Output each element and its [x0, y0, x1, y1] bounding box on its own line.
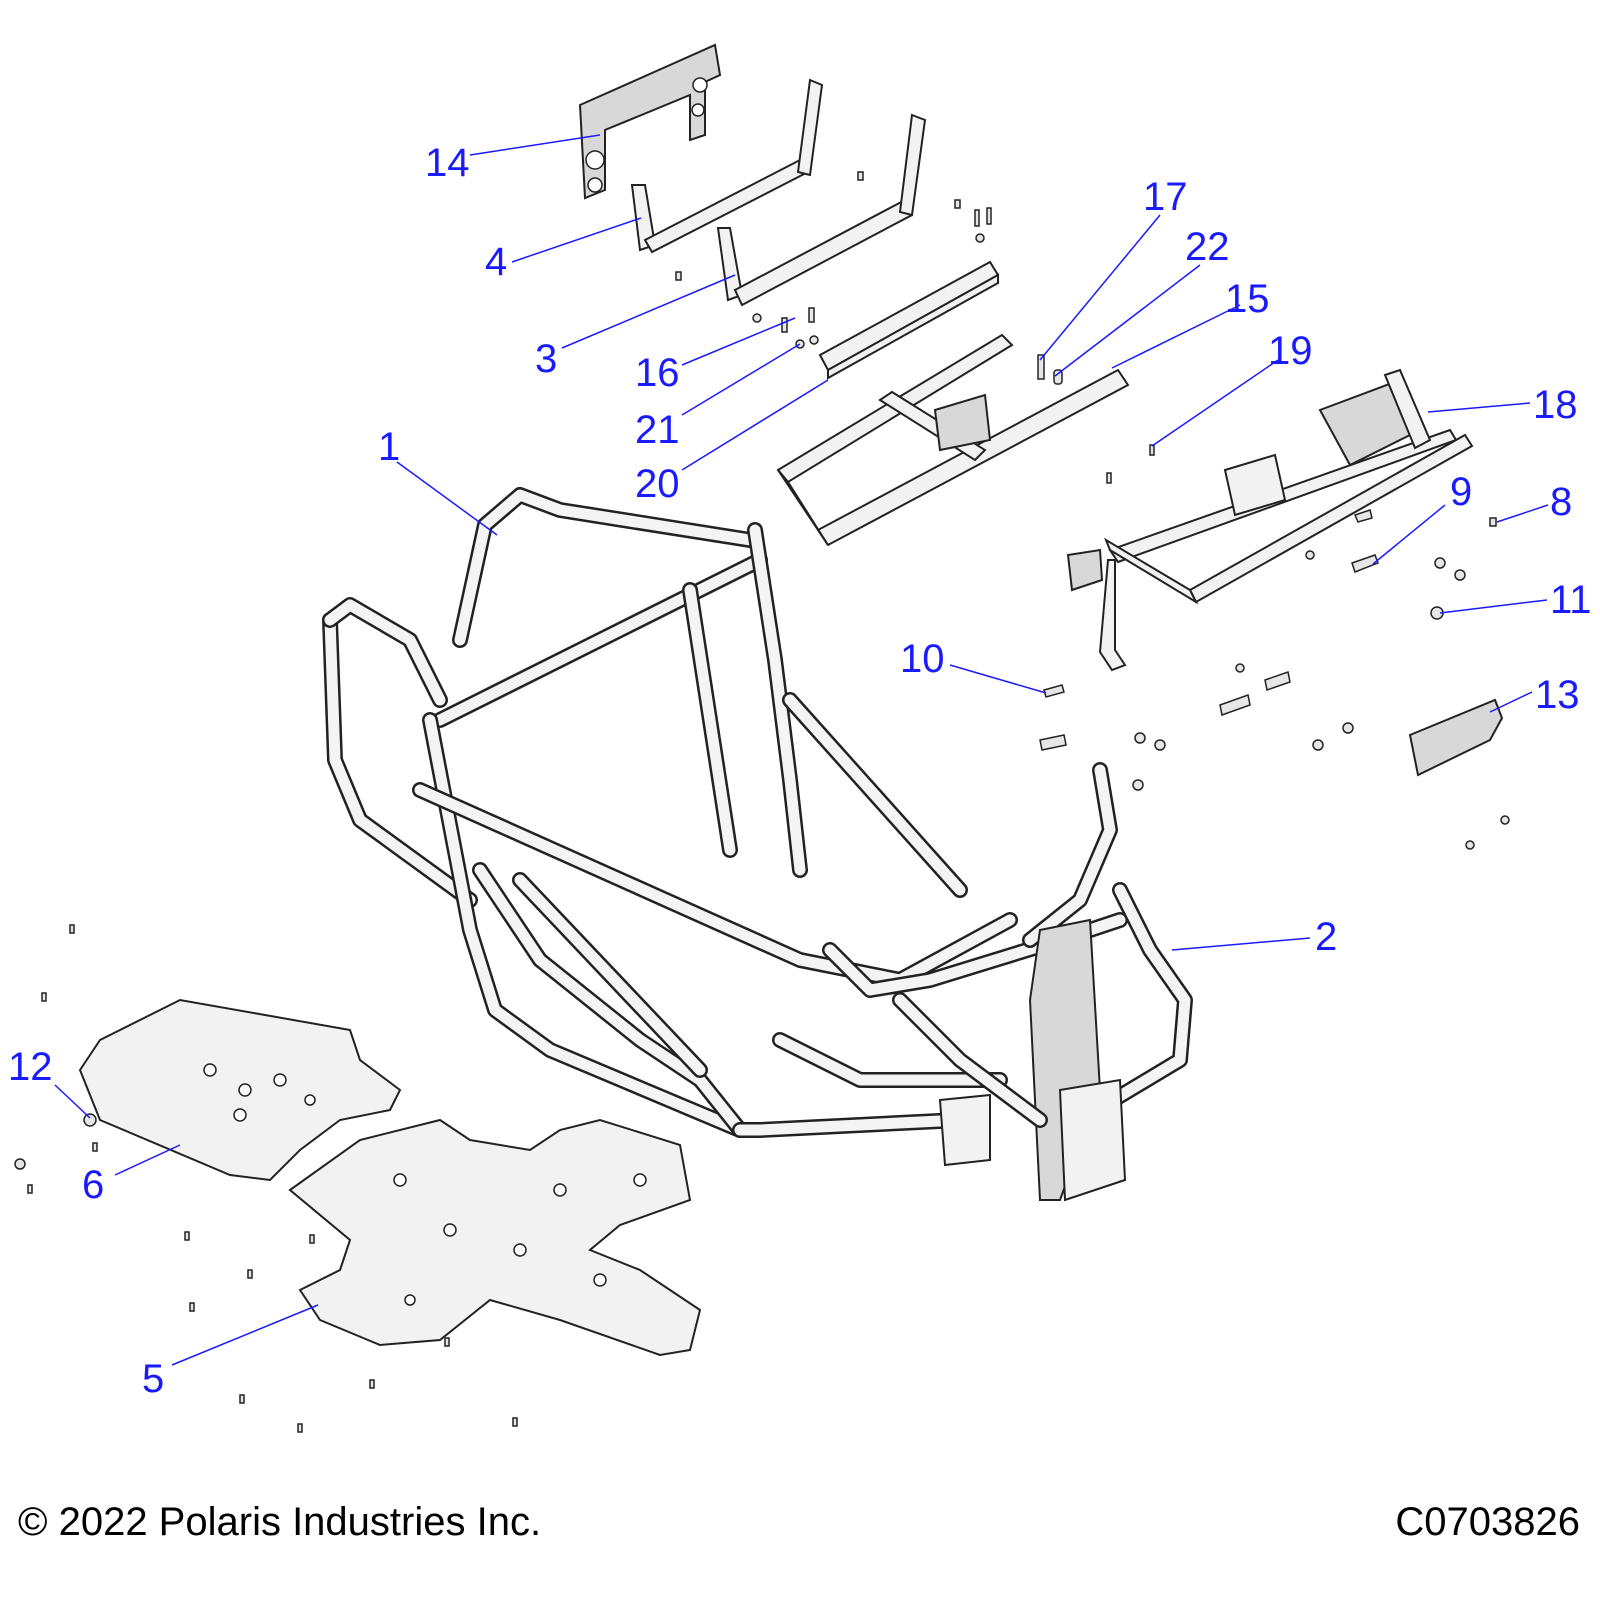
part-19-front-subframe[interactable] [1066, 368, 1474, 672]
part-15-seat-base-frame[interactable] [776, 333, 1130, 547]
callout-1[interactable]: 1 [378, 425, 400, 469]
callout-3[interactable]: 3 [535, 337, 557, 381]
part-16-bolt[interactable] [781, 317, 788, 333]
callout-22[interactable]: 22 [1185, 225, 1230, 269]
callout-14[interactable]: 14 [425, 141, 470, 185]
part-4-seat-mount[interactable] [630, 78, 824, 254]
callout-8[interactable]: 8 [1550, 480, 1572, 524]
callout-12[interactable]: 12 [8, 1045, 53, 1089]
copyright-notice: © 2022 Polaris Industries Inc. [18, 1500, 542, 1544]
part-18-screw[interactable] [1149, 444, 1155, 456]
callout-13[interactable]: 13 [1535, 673, 1580, 717]
callout-4[interactable]: 4 [485, 240, 507, 284]
callout-10[interactable]: 10 [900, 637, 945, 681]
callout-16[interactable]: 16 [635, 351, 680, 395]
part-10-bolt[interactable] [1043, 684, 1065, 698]
part-2-front-frame[interactable] [732, 762, 1193, 1202]
part-5-skid-plate[interactable] [288, 1118, 702, 1357]
callout-2[interactable]: 2 [1315, 915, 1337, 959]
callout-17[interactable]: 17 [1143, 175, 1188, 219]
diagram-id: C0703826 [1395, 1500, 1580, 1544]
part-3-seat-mount[interactable] [716, 113, 927, 307]
part-17-bolt[interactable] [1037, 354, 1045, 380]
callout-6[interactable]: 6 [82, 1163, 104, 1207]
callout-11[interactable]: 11 [1550, 578, 1592, 622]
part-12-nut[interactable] [83, 1113, 97, 1127]
part-22-spacer[interactable] [1053, 369, 1063, 385]
hardware-fasteners [14, 171, 1510, 1433]
part-9-bolt[interactable] [1351, 554, 1379, 573]
callout-19[interactable]: 18 [1533, 383, 1578, 427]
callout-9[interactable]: 9 [1450, 470, 1472, 514]
part-20-rail[interactable] [818, 260, 1000, 380]
part-13-bracket[interactable] [1408, 698, 1504, 777]
callout-15[interactable]: 15 [1225, 277, 1270, 321]
callout-18[interactable]: 19 [1268, 329, 1313, 373]
part-8-bolt[interactable] [1489, 517, 1497, 527]
part-1-main-frame[interactable] [322, 487, 1018, 1138]
part-6-skid-plate[interactable] [78, 998, 402, 1182]
part-14-seat-bracket[interactable] [578, 43, 722, 200]
callout-21[interactable]: 21 [635, 408, 680, 452]
callout-20[interactable]: 20 [635, 462, 680, 506]
callout-labels: 14 4 3 16 21 20 17 22 15 19 18 9 8 11 10… [8, 141, 1592, 1401]
callout-5[interactable]: 5 [142, 1357, 164, 1401]
leader-lines [54, 134, 1549, 1366]
